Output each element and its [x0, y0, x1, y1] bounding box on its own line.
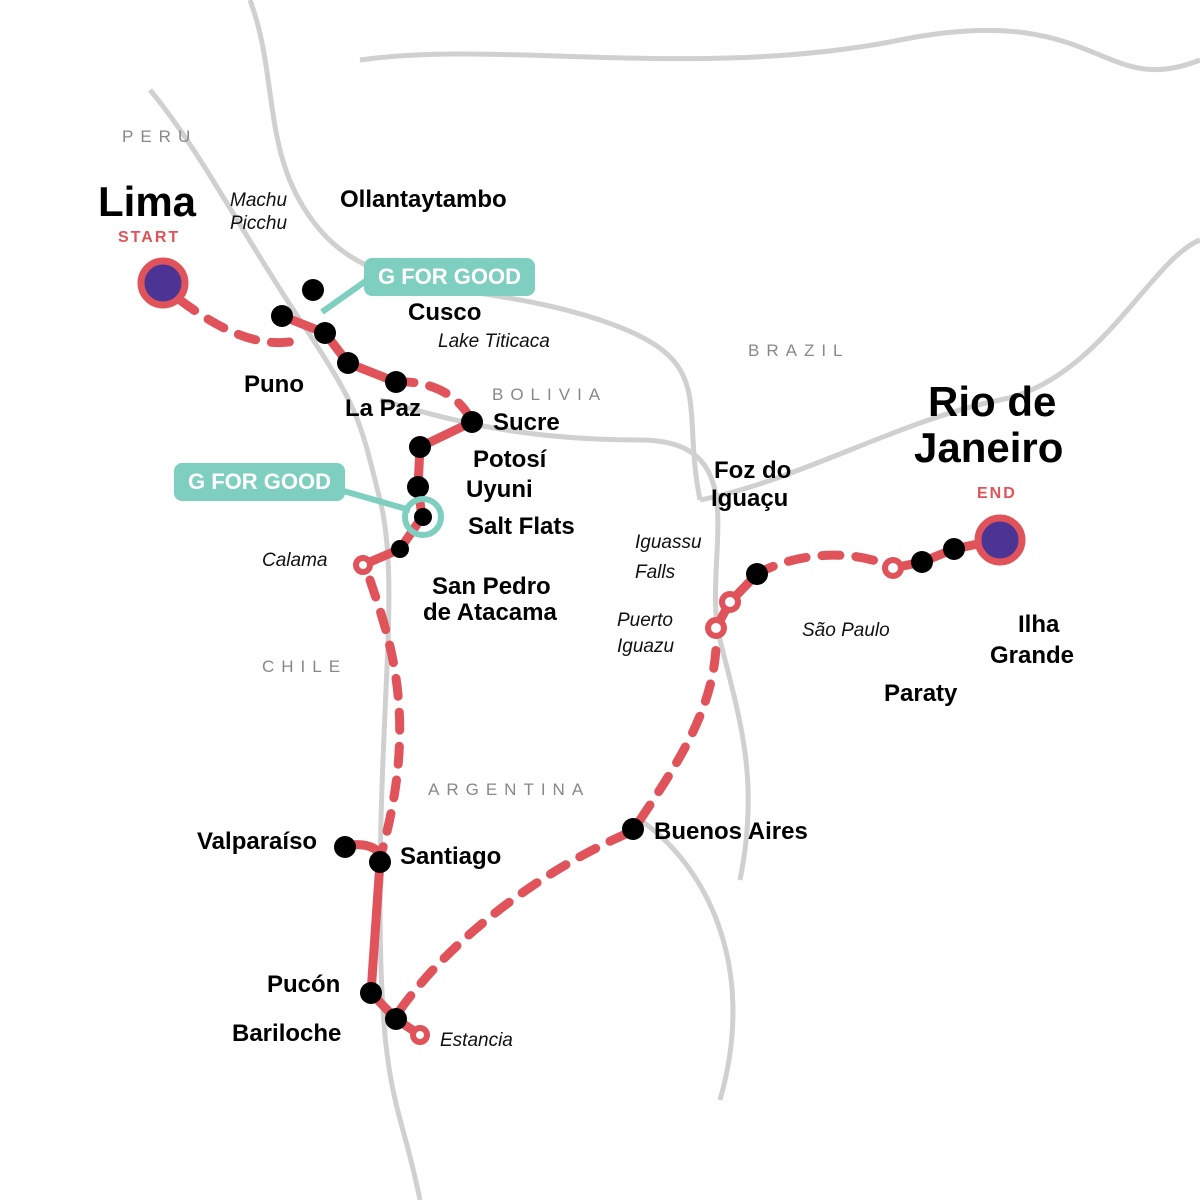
stop-label: Cusco [408, 299, 482, 326]
country-label-argentina: ARGENTINA [428, 780, 591, 799]
stop-label: Machu [230, 190, 288, 211]
stop-label: Falls [635, 562, 676, 583]
end-marker [974, 514, 1026, 566]
stop-label: Calama [262, 550, 328, 571]
start-tag: START [118, 229, 181, 246]
route-dashed-flights [175, 295, 898, 1015]
g-for-good-ring [402, 496, 444, 538]
stop-label: Paraty [884, 680, 958, 707]
stop-label: Potosí [473, 446, 547, 473]
country-label-chile: CHILE [262, 657, 348, 676]
stop-label: San Pedro [432, 573, 551, 600]
stop-label: Ilha [1018, 611, 1060, 638]
stop-label: Puno [244, 371, 304, 398]
route-solid [277, 311, 1002, 1040]
stop-label: Sucre [493, 409, 560, 436]
stop-label: Iguaçu [711, 485, 789, 512]
stop-label: Valparaíso [197, 828, 318, 855]
country-label-bolivia: BOLIVIA [492, 385, 608, 404]
stop-label: Puerto [617, 610, 673, 631]
end-city-line2: Janeiro [914, 424, 1064, 471]
g-for-good-badge: G FOR GOOD [174, 463, 345, 501]
stop-label: Salt Flats [468, 513, 575, 540]
stop-label: La Paz [345, 395, 422, 422]
g-for-good-leader [320, 275, 372, 315]
country-borders [148, 0, 1200, 1200]
stop-label: Ollantaytambo [340, 186, 507, 213]
stop-label: Picchu [230, 213, 288, 234]
stop-dots [271, 279, 965, 1030]
stop-label: São Paulo [802, 620, 890, 641]
stop-label: Estancia [440, 1030, 513, 1051]
end-tag: END [977, 485, 1017, 502]
stop-label: de Atacama [423, 599, 557, 626]
stop-label: Pucón [267, 971, 341, 998]
stop-label: Foz do [714, 457, 792, 484]
g-for-good-badge: G FOR GOOD [364, 258, 535, 296]
start-marker [137, 257, 189, 309]
country-label-peru: PERU [122, 127, 198, 146]
stop-label: Buenos Aires [654, 818, 808, 845]
stop-label: Grande [990, 642, 1075, 669]
stop-label: Iguazu [617, 636, 675, 657]
end-city-line1: Rio de [928, 378, 1057, 425]
stop-label: Santiago [400, 843, 502, 870]
stop-label: Iguassu [635, 532, 702, 553]
stop-label: Uyuni [466, 476, 533, 503]
ring-stops [353, 555, 904, 1045]
stop-label: Bariloche [232, 1020, 342, 1047]
stop-label: Lake Titicaca [438, 331, 550, 352]
start-city: Lima [98, 178, 197, 225]
endpoints [137, 257, 1026, 566]
country-label-brazil: BRAZIL [748, 341, 850, 360]
